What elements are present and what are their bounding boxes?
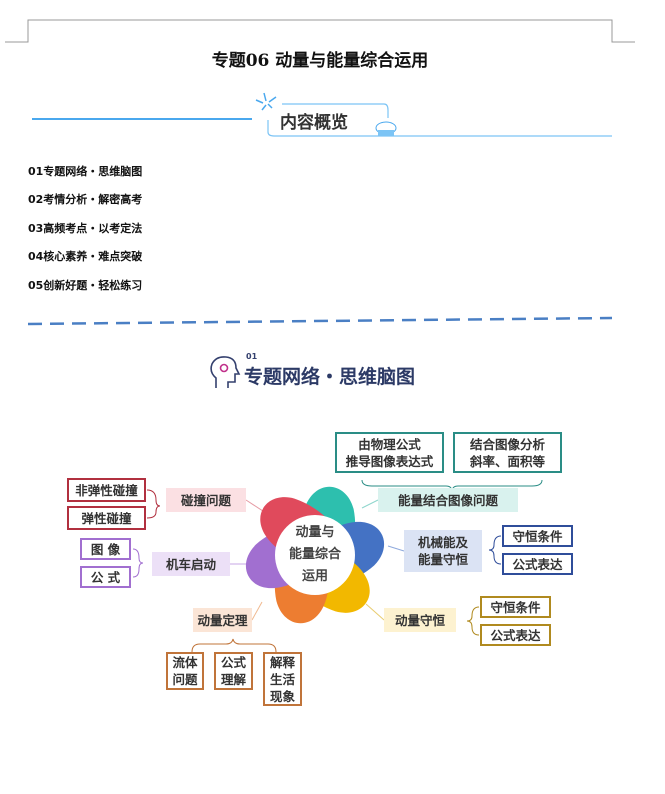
mech-energy-child-2: 公式表达 [502, 553, 573, 575]
energy-graph-node: 能量结合图像问题 [378, 488, 518, 512]
collision-child-2: 弹性碰撞 [67, 506, 146, 530]
section-title: 专题网络・思维脑图 [244, 366, 416, 388]
mech-energy-child-1: 守恒条件 [502, 525, 573, 547]
toc-item-2[interactable]: 02考情分析・解密高考 [28, 193, 143, 206]
brain-head-icon [210, 356, 241, 388]
mech-energy-node: 机械能及 能量守恒 [404, 530, 482, 572]
vehicle-start-node: 机车启动 [152, 552, 230, 576]
momentum-theorem-child-1: 流体 问题 [166, 652, 204, 690]
dashed-divider [27, 316, 613, 326]
mindmap-center-flower [245, 486, 385, 624]
toc-item-5[interactable]: 05创新好题・轻松练习 [28, 279, 143, 292]
flower-center [275, 515, 355, 595]
flower-petal [302, 486, 356, 565]
mindmap-center-label: 动量与 能量综合 运用 [288, 525, 341, 584]
momentum-theorem-child-2: 公式 理解 [214, 652, 253, 690]
momentum-conservation-node: 动量守恒 [384, 608, 456, 632]
vehicle-child-2: 公 式 [80, 566, 131, 588]
collision-child-1: 非弹性碰撞 [67, 478, 146, 502]
toc-item-1[interactable]: 01专题网络・思维脑图 [28, 165, 143, 178]
collision-node: 碰撞问题 [166, 488, 246, 512]
momentum-theorem-node: 动量定理 [193, 608, 252, 632]
toc-item-3[interactable]: 03高频考点・以考定法 [28, 222, 143, 235]
sparkle-icon [255, 92, 277, 111]
vehicle-child-1: 图 像 [80, 538, 131, 560]
energy-graph-child-2: 结合图像分析 斜率、面积等 [453, 432, 562, 473]
momentum-cons-child-1: 守恒条件 [480, 596, 551, 618]
momentum-cons-child-2: 公式表达 [480, 624, 551, 646]
cloud-icon [375, 121, 397, 136]
document-title: 专题06 动量与能量综合运用 [211, 51, 429, 71]
section-number: 01 [246, 352, 258, 361]
toc-item-4[interactable]: 04核心素养・难点突破 [28, 250, 143, 263]
momentum-theorem-child-3: 解释 生活 现象 [263, 652, 302, 706]
flower-petal [274, 545, 328, 624]
energy-graph-child-1: 由物理公式 推导图像表达式 [335, 432, 444, 473]
page-corner-marks [5, 19, 635, 43]
overview-heading: 内容概览 [280, 113, 348, 133]
